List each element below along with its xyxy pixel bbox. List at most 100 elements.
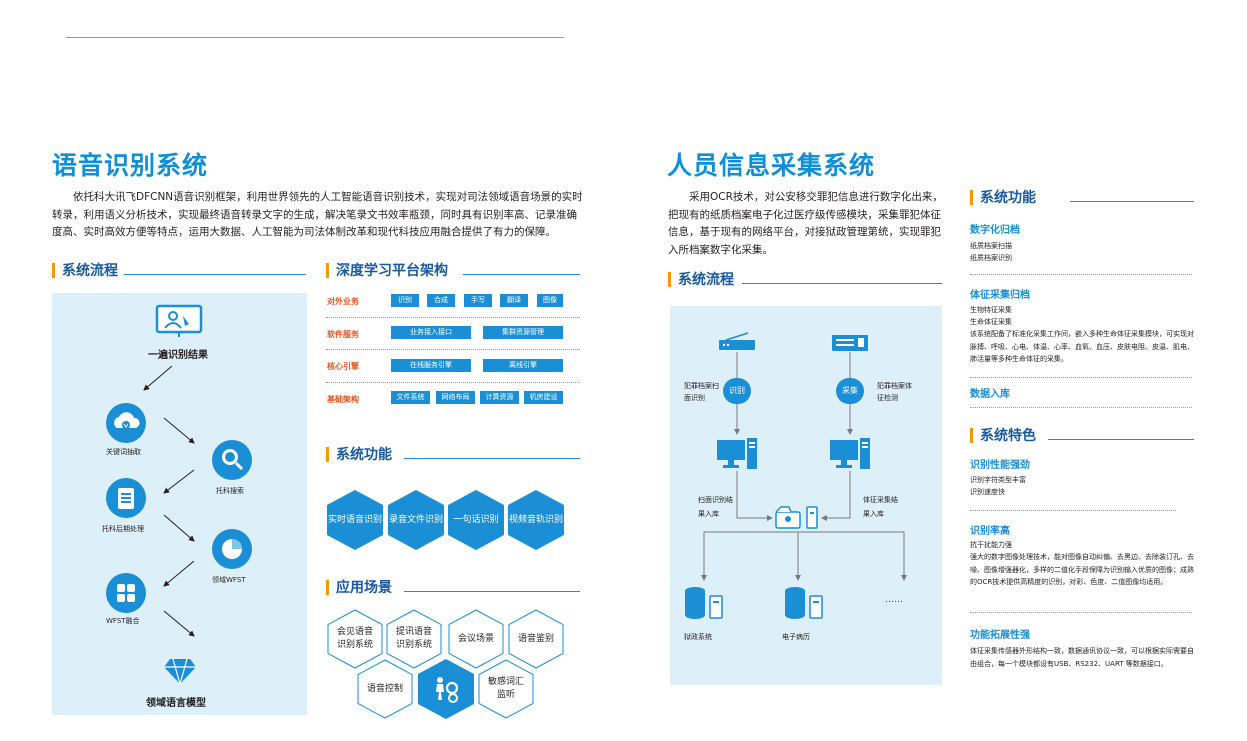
feature-line: 识别字符类型丰富 [970,476,1026,484]
function-line: 纸质档案识别 [970,254,1012,262]
flow-domain-wfst-label: 领域WFST [212,576,246,584]
right-entry-caption: 体征采集结果入库 [863,496,898,518]
grid-tiles-icon [106,573,146,613]
function-divider [970,407,1192,408]
scene-hex: 语音鉴别 [508,609,564,669]
feature-line: 抗干扰能力强 [970,541,1012,549]
database-icon [784,586,824,620]
arch-chip: 机房建设 [524,391,563,404]
function-line: 纸质档案扫描 [970,242,1012,250]
function-hex: 实时语音识别 [327,490,383,550]
target-emr: 电子病历 [782,633,810,641]
header-rule [66,37,564,38]
speech-functions-heading-text: 系统功能 [336,447,392,463]
arch-row-label-external: 对外业务 [327,297,359,306]
scene-hex: 敏感词汇监听 [478,659,534,719]
pie-chart-icon [212,529,252,569]
function-hex: 一句话识别 [448,490,504,550]
scene-label: 语音鉴别 [517,633,554,644]
person-flow-panel: 犯罪档案扫面识别 识别 采集 犯罪档案体征检测 扫面识别结果入库 体征采集结果入… [670,306,942,685]
features-heading: 系统特色 [970,426,1194,446]
arch-chip: 计算资源 [480,391,519,404]
scene-hex: 语音控制 [357,659,413,719]
checklist-icon [106,478,146,518]
flow-search-label: 托科搜索 [216,487,244,495]
speech-flow-heading: 系统流程 [52,261,307,281]
archive-server-icon [775,504,821,530]
feature-group-title: 功能拓展性强 [970,630,1030,641]
flow-keyword-label: 关键词抽取 [106,448,141,456]
computer-icon [716,437,758,471]
flow-model-label: 领域语言模型 [146,698,206,709]
person-title: 人员信息采集系统 [667,151,876,180]
person-functions-heading: 系统功能 [970,188,1194,208]
speech-flow-arrows [143,365,195,637]
speech-functions-heading: 系统功能 [326,445,580,465]
arch-divider [326,349,580,350]
function-line: 生命体征采集 [970,318,1012,326]
function-hex: 视频音轨识别 [508,490,564,550]
arch-chip: 在线服务引擎 [391,359,471,372]
arch-chip: 离线引擎 [483,359,563,372]
scene-hex: 会议场景 [448,609,504,669]
speech-flow-heading-text: 系统流程 [62,263,118,279]
scene-label: 敏感词汇监听 [488,677,525,700]
arch-chip: 翻译 [500,294,528,307]
router-icon [718,332,756,352]
left-entry-caption: 扫面识别结果入库 [698,496,733,518]
scene-label: 提讯语音识别系统 [395,627,432,650]
speech-title: 语音识别系统 [52,151,209,180]
feature-line: 体征采集传感器外形结构一致，数据通讯协议一致，可以根据实际需要自由组合，每一个模… [970,647,1194,668]
arch-row-label-software: 软件服务 [327,330,359,339]
function-hex: 录音文件识别 [388,490,444,550]
arch-chip: 合成 [427,294,455,307]
database-icon [684,586,724,620]
function-line: 该系统配备了标准化采集工作间，嵌入多种生命体征采集模块，可实现对脉搏、呼吸、心电… [970,330,1194,363]
magnifier-icon [212,440,252,480]
collect-node: 采集 [836,378,864,404]
diamond-icon [163,657,197,685]
arch-chip: 网络布局 [436,391,475,404]
speech-intro: 依托科大讯飞DFCNN语音识别框架，利用世界领先的人工智能语音识别技术，实现对司… [52,191,583,238]
arch-chip: 业务接入接口 [391,326,471,339]
gear-person-icon [418,659,474,719]
cloud-download-icon [106,403,146,443]
arch-chip: 图像 [537,294,563,307]
target-prison-system: 狱政系统 [684,633,712,641]
feature-divider [970,510,1176,511]
arch-heading: 深度学习平台架构 [326,261,580,281]
function-divider [970,377,1192,378]
feature-group-title: 识别性能强劲 [970,460,1030,471]
scenes-heading-text: 应用场景 [336,580,392,596]
flow-wfst-fuse-label: WFST融合 [106,617,140,625]
flow-post-label: 托科后期处理 [102,525,144,533]
person-flow-heading: 系统流程 [668,270,942,290]
features-heading-text: 系统特色 [980,428,1036,444]
computer-icon [829,437,871,471]
right-caption: 犯罪档案体征检测 [877,382,912,402]
flow-result-label: 一遍识别结果 [148,350,208,361]
arch-chip: 文件系统 [391,391,430,404]
speech-flow-panel: 一遍识别结果 关键词抽取 托科搜索 托科后期处理 领域WFST WFST融合 领… [52,293,307,715]
scene-hex: 提讯语音识别系统 [386,609,442,669]
sensor-device-icon [831,334,869,352]
arch-chip: 集群资源管理 [483,326,563,339]
left-caption: 犯罪档案扫面识别 [684,382,719,402]
feature-line: 识别速度快 [970,488,1005,496]
person-flow-connectors [701,352,907,581]
scene-label: 语音控制 [366,683,403,694]
function-group-title: 数据入库 [970,389,1010,400]
recognize-node: 识别 [723,378,751,404]
feature-group-title: 识别率高 [970,526,1010,537]
presentation-screen-icon [155,304,203,338]
person-flow-heading-text: 系统流程 [678,272,734,288]
arch-chip: 识别 [391,294,419,307]
scene-label: 会见语音识别系统 [336,627,373,650]
function-group-title: 数字化归档 [970,225,1020,236]
feature-divider [970,612,1192,613]
more-targets: …… [885,595,903,605]
arch-row-label-core: 核心引擎 [327,362,359,371]
scenes-heading: 应用场景 [326,578,580,598]
arch-chip: 手写 [464,294,492,307]
scene-label: 会议场景 [457,633,494,644]
